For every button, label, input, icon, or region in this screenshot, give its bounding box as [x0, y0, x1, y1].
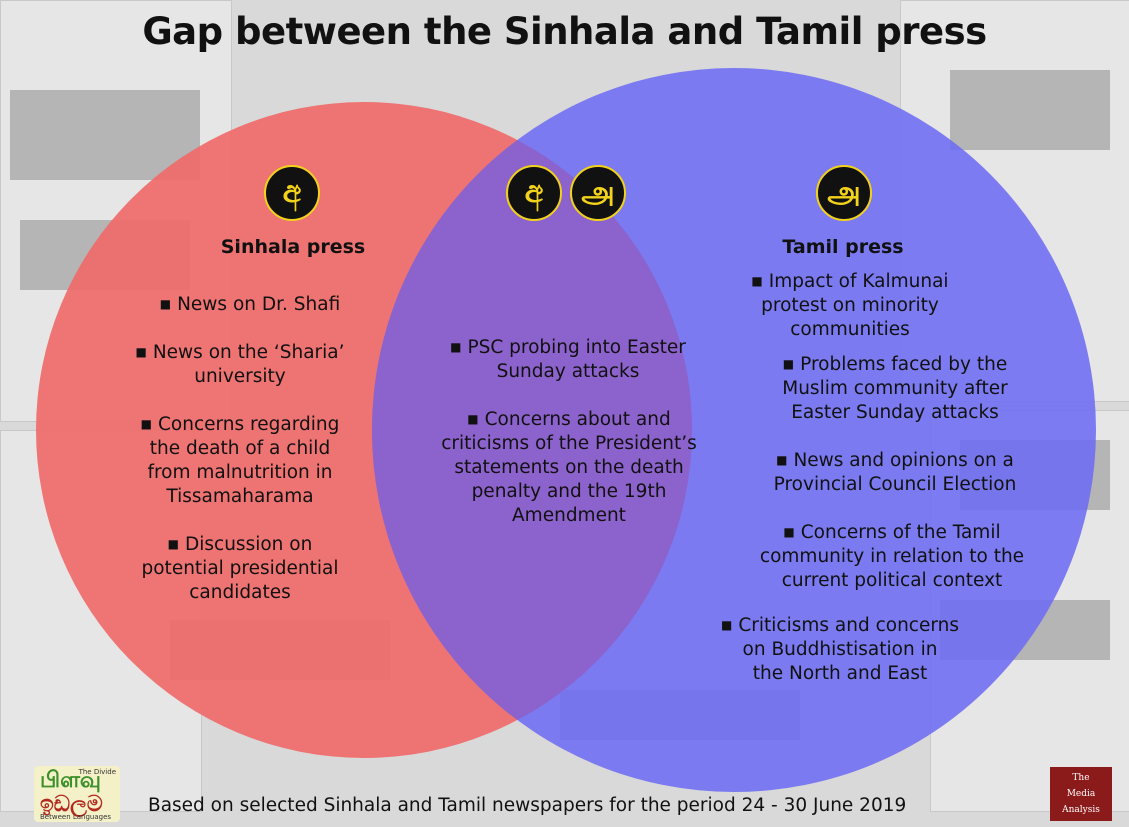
tamil-item: ■News and opinions on a Provincial Counc…: [773, 450, 1017, 495]
bullet-icon: ■: [167, 537, 180, 551]
bullet-icon: ■: [467, 412, 479, 426]
bullet-icon: ■: [140, 417, 152, 431]
the-divide-logo: The Divide பிளவு ඉඩලම Between Languages: [34, 766, 120, 822]
tamil-item: ■Criticisms and concerns on Buddhistisat…: [721, 615, 959, 684]
overlap-item: ■Concerns about and criticisms of the Pr…: [441, 409, 697, 526]
sinhala-item: ■Concerns regarding the death of a child…: [140, 414, 340, 507]
page-title: Gap between the Sinhala and Tamil press: [142, 10, 987, 53]
tamil-letter-badge: அ: [816, 165, 872, 221]
tamil-item: ■Problems faced by the Muslim community …: [782, 354, 1008, 423]
sinhala-item: ■News on Dr. Shafi: [159, 294, 341, 315]
sinhala-item: ■Discussion on potential presidential ca…: [141, 534, 339, 603]
footer-note: Based on selected Sinhala and Tamil news…: [148, 795, 907, 816]
sinhala-letter-badge: අ: [264, 165, 320, 221]
bullet-icon: ■: [782, 357, 795, 371]
tamil-item: ■Concerns of the Tamil community in rela…: [759, 522, 1025, 591]
media-analysis-logo: The Media Analysis: [1050, 767, 1112, 821]
sinhala-press-heading: Sinhala press: [220, 236, 366, 258]
overlap-sinhala-letter-badge: අ: [506, 165, 562, 221]
bullet-icon: ■: [783, 525, 795, 539]
overlap-item: ■PSC probing into Easter Sunday attacks: [450, 337, 686, 382]
bullet-icon: ■: [159, 297, 172, 311]
overlap-tamil-letter-badge: அ: [570, 165, 626, 221]
sinhala-item: ■News on the ‘Sharia’ university: [135, 342, 345, 387]
overlap-region: [372, 102, 692, 758]
bullet-icon: ■: [450, 340, 462, 354]
bullet-icon: ■: [751, 274, 763, 288]
bullet-icon: ■: [135, 345, 147, 359]
tamil-item: ■Impact of Kalmunai protest on minority …: [751, 271, 949, 340]
bullet-icon: ■: [721, 618, 733, 632]
tamil-press-heading: Tamil press: [782, 236, 904, 258]
bullet-icon: ■: [776, 453, 788, 467]
